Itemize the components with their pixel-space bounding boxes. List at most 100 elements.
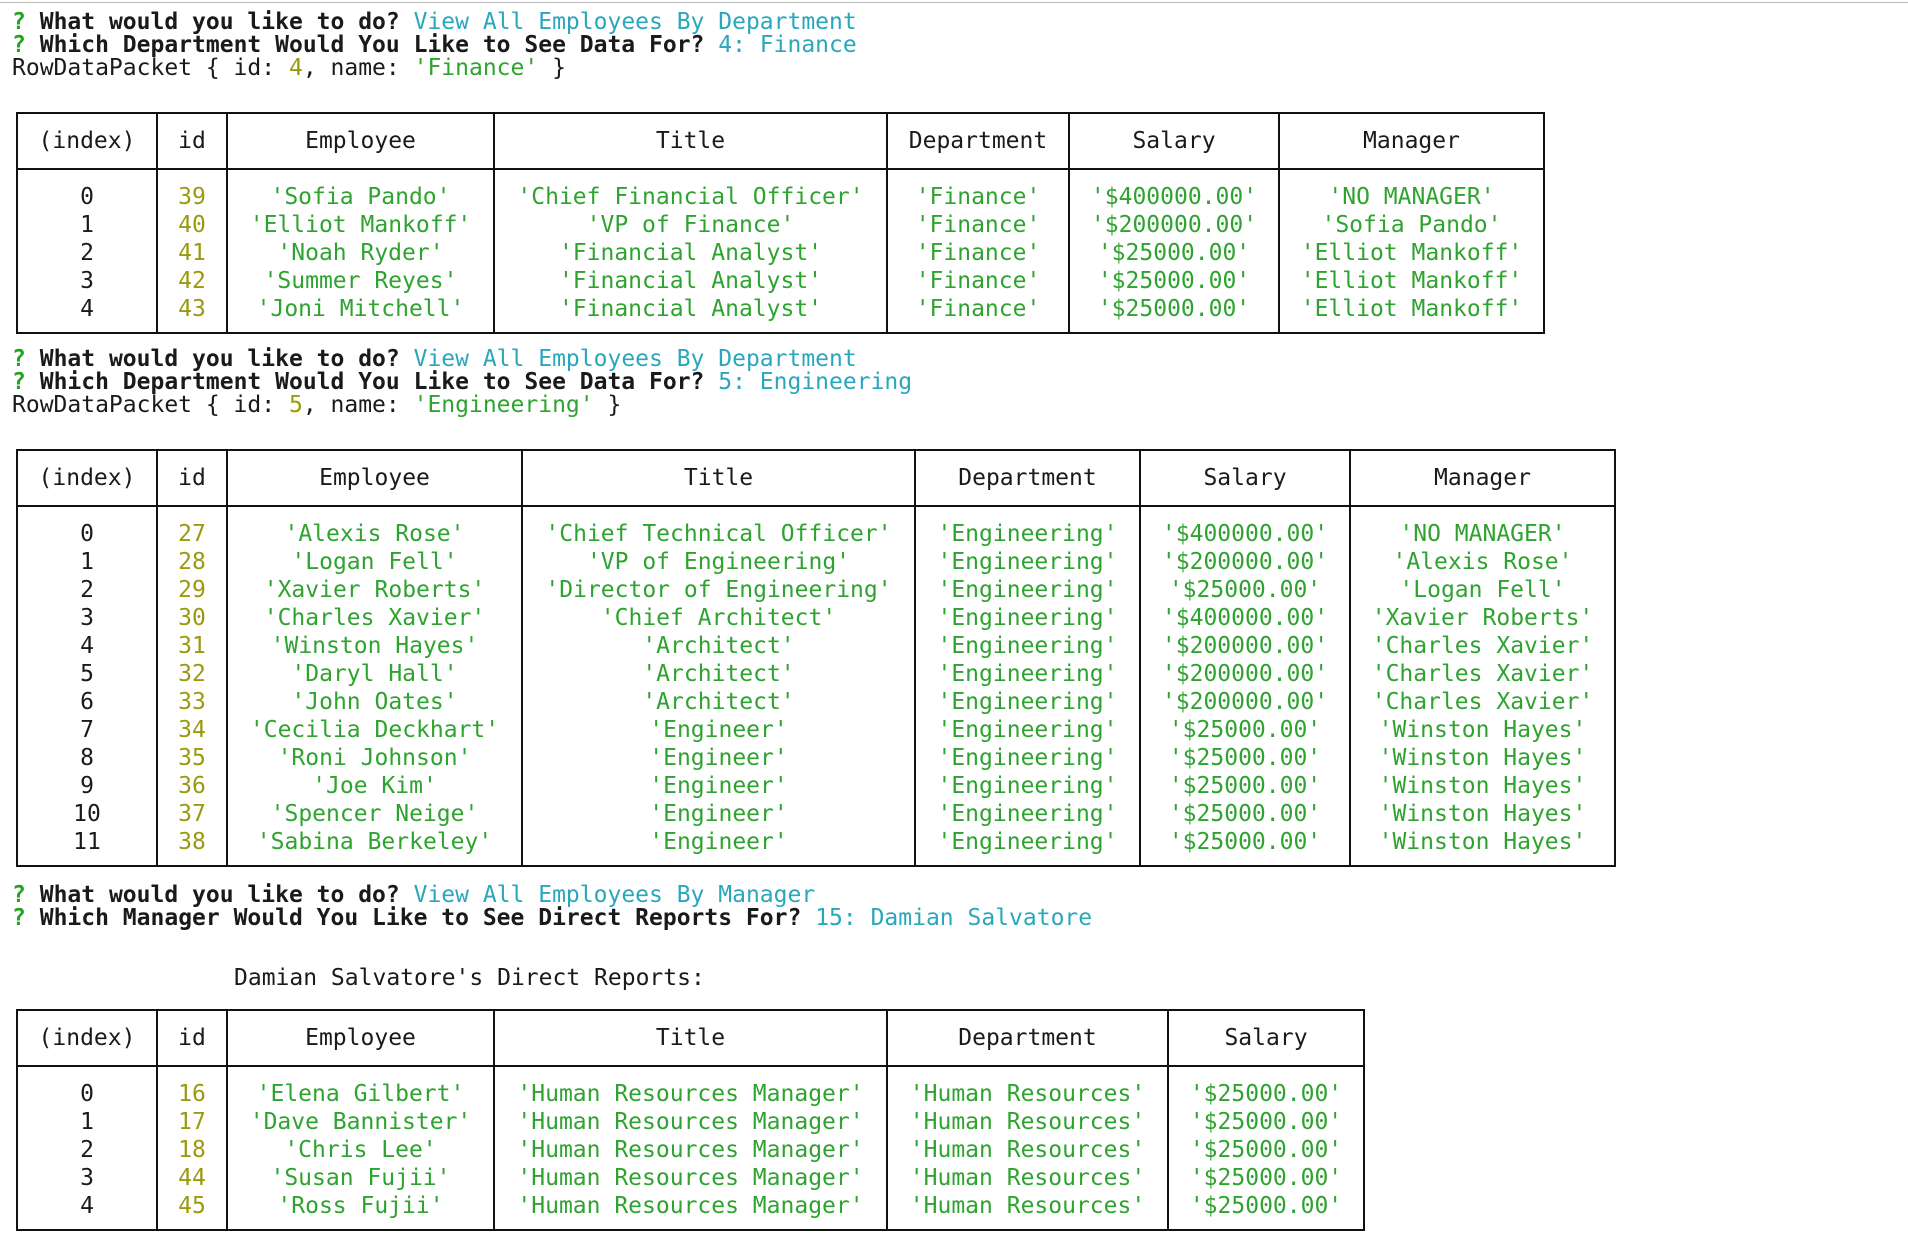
table-cell: 'Elliot Mankoff' xyxy=(226,211,495,239)
table-cell: 4 xyxy=(16,632,158,660)
table-cell: 'Human Resources' xyxy=(886,1192,1169,1230)
table-cell: 45 xyxy=(156,1192,228,1230)
spacer-cell xyxy=(493,169,888,183)
table-cell: 'Elliot Mankoff' xyxy=(1278,239,1545,267)
top-divider xyxy=(0,2,1908,3)
question-mark: ? xyxy=(12,346,26,372)
table-cell: 'Engineer' xyxy=(521,772,916,800)
table-cell: 'Winston Hayes' xyxy=(1349,800,1616,828)
column-header: (index) xyxy=(16,113,158,170)
action-answer: View All Employees By Department xyxy=(413,346,857,372)
table-cell: 11 xyxy=(16,828,158,866)
table-cell: '$25000.00' xyxy=(1139,772,1351,800)
table-cell: 1 xyxy=(16,548,158,576)
table-cell: 'Financial Analyst' xyxy=(493,267,888,295)
table-cell: '$25000.00' xyxy=(1068,239,1280,267)
table-cell: 3 xyxy=(16,267,158,295)
rowdata-mid: , name: xyxy=(302,392,414,418)
column-header: (index) xyxy=(16,450,158,507)
column-header: (index) xyxy=(16,1010,158,1067)
table-cell: 'Architect' xyxy=(521,660,916,688)
table-cell: '$25000.00' xyxy=(1139,744,1351,772)
action-answer: View All Employees By Department xyxy=(413,9,857,35)
action-prompt-line-2: ? What would you like to do? View All Em… xyxy=(12,345,857,373)
table-cell: 'Engineer' xyxy=(521,828,916,866)
table-cell: 'Financial Analyst' xyxy=(493,239,888,267)
dept-question: Which Department Would You Like to See D… xyxy=(39,32,705,58)
table-cell: '$400000.00' xyxy=(1139,520,1351,548)
table-cell: '$200000.00' xyxy=(1139,660,1351,688)
table-cell: '$200000.00' xyxy=(1139,548,1351,576)
table-cell: 38 xyxy=(156,828,228,866)
column-header: Salary xyxy=(1139,450,1351,507)
column-header: Employee xyxy=(226,113,495,170)
spacer-cell xyxy=(521,506,916,520)
table-cell: 'Winston Hayes' xyxy=(1349,772,1616,800)
table-cell: 0 xyxy=(16,1080,158,1108)
dept-answer: 4: Finance xyxy=(718,32,857,58)
table-cell: 'Logan Fell' xyxy=(1349,576,1616,604)
spacer-cell xyxy=(16,169,158,183)
table-cell: 18 xyxy=(156,1136,228,1164)
table-cell: 8 xyxy=(16,744,158,772)
spacer-cell xyxy=(226,169,495,183)
table-cell: '$25000.00' xyxy=(1139,800,1351,828)
column-header: Manager xyxy=(1349,450,1616,507)
table-cell: 'Sofia Pando' xyxy=(226,183,495,211)
column-header: Department xyxy=(886,1010,1169,1067)
question-mark: ? xyxy=(12,369,26,395)
spacer-cell xyxy=(1349,506,1616,520)
table-cell: 42 xyxy=(156,267,228,295)
table-cell: 'Engineering' xyxy=(914,744,1141,772)
table-cell: 'Alexis Rose' xyxy=(1349,548,1616,576)
spacer-cell xyxy=(16,1066,158,1080)
table-cell: 'Engineering' xyxy=(914,632,1141,660)
action-prompt-line-1: ? What would you like to do? View All Em… xyxy=(12,8,857,36)
table-cell: '$400000.00' xyxy=(1068,183,1280,211)
rowdata-suffix: } xyxy=(593,392,622,418)
spacer-cell xyxy=(886,1066,1169,1080)
mgr-answer: 15: Damian Salvatore xyxy=(815,905,1093,931)
column-header: Title xyxy=(521,450,916,507)
column-header: Title xyxy=(493,1010,888,1067)
table-spacer-row xyxy=(16,506,1616,520)
table-cell: 41 xyxy=(156,239,228,267)
table-cell: '$25000.00' xyxy=(1139,716,1351,744)
table-cell: 3 xyxy=(16,1164,158,1192)
table-cell: 'Spencer Neige' xyxy=(226,800,523,828)
table-cell: 'Xavier Roberts' xyxy=(226,576,523,604)
table-cell: 31 xyxy=(156,632,228,660)
spacer-cell xyxy=(1278,169,1545,183)
direct-reports-caption: Damian Salvatore's Direct Reports: xyxy=(234,965,705,991)
table-cell: 1 xyxy=(16,1108,158,1136)
table-spacer-row xyxy=(16,1066,1365,1080)
table-cell: 9 xyxy=(16,772,158,800)
table-cell: 30 xyxy=(156,604,228,632)
column-header: Department xyxy=(886,113,1070,170)
table-cell: 'Elena Gilbert' xyxy=(226,1080,495,1108)
table-cell: 39 xyxy=(156,183,228,211)
table-cell: 'Joni Mitchell' xyxy=(226,295,495,333)
table-cell: 'Charles Xavier' xyxy=(1349,632,1616,660)
rowdata-name: 'Finance' xyxy=(413,55,539,81)
table-spacer-row xyxy=(16,169,1545,183)
table-cell: 28 xyxy=(156,548,228,576)
table-cell: 10 xyxy=(16,800,158,828)
column-header: Salary xyxy=(1068,113,1280,170)
table-cell: 'Noah Ryder' xyxy=(226,239,495,267)
table-cell: 'Human Resources Manager' xyxy=(493,1080,888,1108)
table-cell: '$400000.00' xyxy=(1139,604,1351,632)
